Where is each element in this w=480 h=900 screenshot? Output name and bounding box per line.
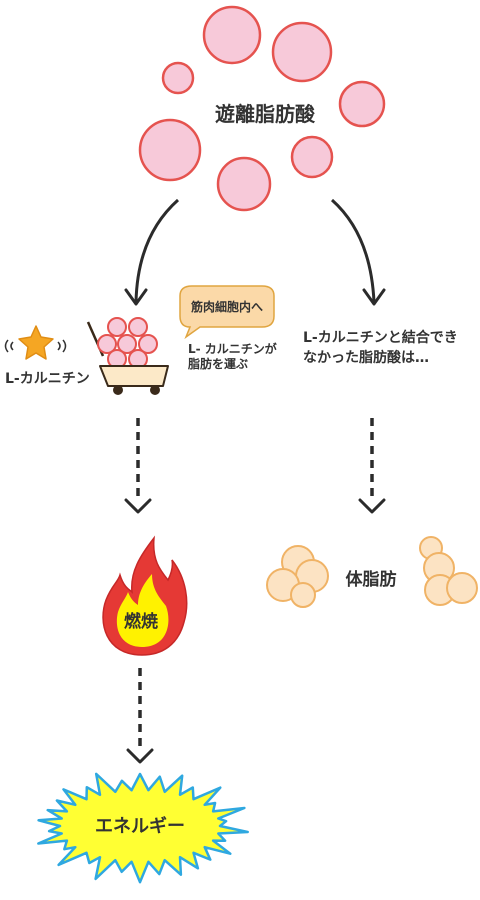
body-fat-label: 体脂肪 [346, 569, 397, 590]
star-icon [4, 325, 67, 360]
free-fatty-acid-cluster [138, 5, 386, 212]
cart-icon [86, 317, 169, 395]
fat-cell-icon-right [419, 536, 478, 606]
fatty-acid-circle [290, 135, 334, 179]
fatty-acid-circle [161, 61, 195, 95]
fatty-acid-circle [338, 80, 386, 128]
fat-cell-icon-left [266, 545, 329, 608]
carry-text-line1: L- カルニチンが [188, 341, 277, 356]
l-carnitine-label: L-カルニチン [5, 371, 90, 387]
arrow-right-head [362, 288, 386, 306]
arrow-left-head [124, 288, 148, 306]
burning-label: 燃焼 [124, 611, 158, 632]
fatty-acid-circle [202, 5, 262, 65]
free-fatty-acid-label: 遊離脂肪酸 [215, 102, 316, 126]
unbound-text-line2: なかった脂肪酸は… [303, 349, 429, 366]
speech-bubble [179, 285, 275, 340]
flame-icon [102, 535, 188, 656]
fatty-acid-circle [271, 21, 333, 83]
dashed-arrow-right [358, 418, 386, 514]
fatty-acid-circle [216, 156, 272, 212]
fatty-acid-circle [138, 118, 202, 182]
energy-burst-icon [37, 772, 249, 884]
carry-text-line2: 脂肪を運ぶ [187, 356, 248, 371]
speech-bubble-text: 筋肉細胞内へ [190, 299, 263, 314]
arrow-right-curve [331, 198, 376, 303]
dashed-arrow-left-2 [126, 668, 154, 764]
dashed-arrow-left-1 [124, 418, 152, 514]
arrow-left-curve [134, 198, 179, 303]
unbound-text-line1: L-カルニチンと結合でき [303, 329, 458, 346]
energy-label: エネルギー [95, 816, 185, 837]
